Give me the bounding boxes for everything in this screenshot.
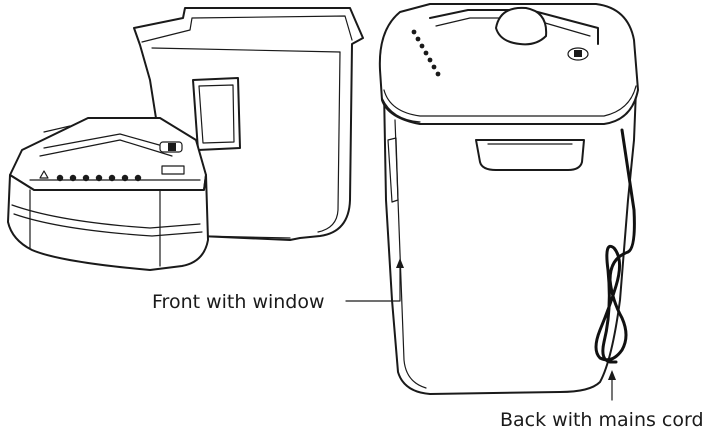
head-switch-icon [567, 47, 589, 61]
bin-window [192, 77, 241, 151]
shredder-head-unit [7, 117, 209, 271]
callout-back-label: Back with mains cord [500, 409, 704, 431]
bin-handle [475, 139, 585, 171]
mains-cord [594, 128, 636, 364]
indicator-lights [56, 174, 142, 182]
assembled-shredder [378, 3, 639, 395]
warning-icon [39, 170, 49, 179]
callout-front-label: Front with window [152, 291, 325, 313]
head-indicator-lights [411, 29, 441, 77]
arrow-up-icon [396, 258, 404, 268]
arrow-up-icon [608, 370, 616, 380]
callout-back: Back with mains cord [500, 370, 704, 431]
callout-front: Front with window [152, 258, 404, 313]
power-switch-icon [159, 141, 183, 153]
